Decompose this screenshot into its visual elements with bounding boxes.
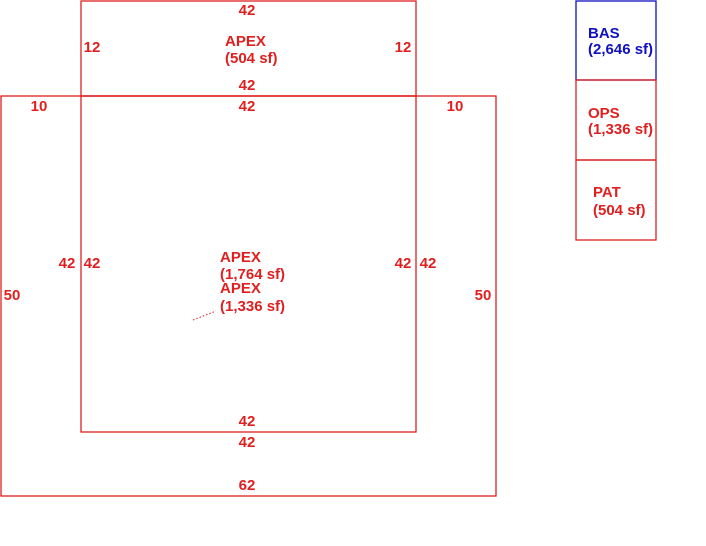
label-leader-line xyxy=(192,310,217,321)
legend-bas-code: BAS xyxy=(588,25,620,42)
label-apex-center-1-area: (1,764 sf) xyxy=(220,266,285,283)
dim-outer-top-left: 10 xyxy=(31,98,48,115)
label-apex-center-1-name: APEX xyxy=(220,249,261,266)
dim-outer-left: 50 xyxy=(4,287,21,304)
dim-apex-center-top: 42 xyxy=(239,98,256,115)
dim-apex-center-right-inner: 42 xyxy=(395,255,412,272)
legend-pat-area: (504 sf) xyxy=(593,202,646,219)
apex-top-outline xyxy=(80,0,417,97)
dim-apex-center-bottom-outer: 42 xyxy=(239,434,256,451)
legend-pat-code: PAT xyxy=(593,184,621,201)
dim-apex-center-right-outer: 42 xyxy=(420,255,437,272)
dim-apex-center-left-outer: 42 xyxy=(59,255,76,272)
dim-outer-top-right: 10 xyxy=(447,98,464,115)
label-apex-center-2-name: APEX xyxy=(220,280,261,297)
legend-bas-area: (2,646 sf) xyxy=(588,41,653,58)
legend-ops-code: OPS xyxy=(588,105,620,122)
legend-ops-area: (1,336 sf) xyxy=(588,121,653,138)
dim-apex-top-bottom: 42 xyxy=(239,77,256,94)
dim-outer-bottom: 62 xyxy=(239,477,256,494)
area-legend: BAS (2,646 sf) OPS (1,336 sf) PAT (504 s… xyxy=(575,0,657,241)
dim-apex-center-left-inner: 42 xyxy=(84,255,101,272)
label-apex-center-2-area: (1,336 sf) xyxy=(220,298,285,315)
label-apex-top-name: APEX xyxy=(225,33,266,50)
dim-apex-center-bottom-inner: 42 xyxy=(239,413,256,430)
dim-outer-right: 50 xyxy=(475,287,492,304)
label-apex-top-area: (504 sf) xyxy=(225,50,278,67)
dim-apex-top-top: 42 xyxy=(239,2,256,19)
legend-box-pat xyxy=(575,159,657,241)
dim-apex-top-left: 12 xyxy=(84,39,101,56)
dim-apex-top-right: 12 xyxy=(395,39,412,56)
